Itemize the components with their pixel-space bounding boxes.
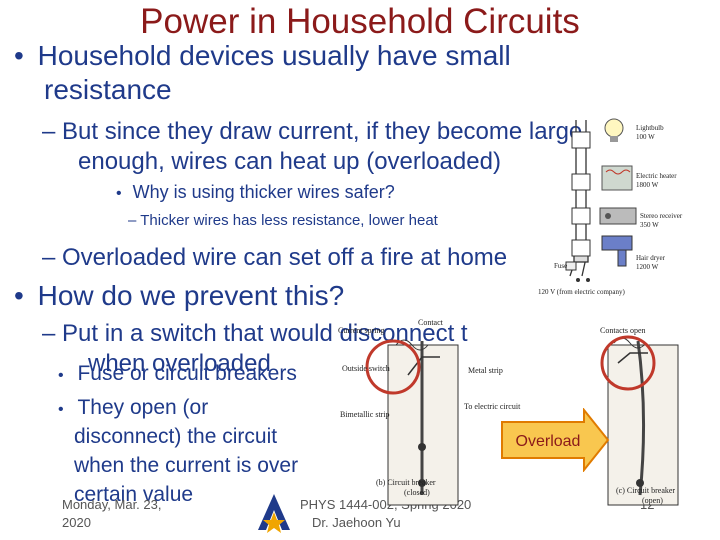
bullet-text: How do we prevent this? [37,280,345,311]
bullet-marker: • [14,40,24,71]
lightbulb-label: Lightbulb [636,124,664,132]
caption-breaker-closed-state: (closed) [404,488,430,497]
caption-breaker-open: (c) Circuit breaker [616,486,675,495]
label-to-electric-circuit: To electric circuit [464,402,521,411]
bullet-they-open-cont3: certain value [74,483,194,506]
bullet-marker: • [116,185,122,202]
highlight-circle-open [600,335,656,391]
bullet-prevent: • How do we prevent this? [14,280,344,312]
bullet-text: Why is using thicker wires safer? [132,182,395,202]
heater-rating: 1800 W [636,181,659,189]
label-contact: Contact [418,318,444,327]
label-current-spring: Current spring [338,326,384,335]
hairdryer-rating: 1200 W [636,263,659,271]
footer-instructor: Dr. Jaehoon Yu [312,515,401,530]
caption-breaker-open-state: (open) [642,496,663,505]
bullet-they-open: • They open (or [58,396,208,420]
university-logo [258,494,290,533]
lightbulb-rating: 100 W [636,133,655,141]
source-label: 120 V (from electric company) [538,288,625,296]
household-circuit-figure: Lightbulb 100 W Electric heater 1800 W S… [538,118,683,296]
subbullet-draw-current: – But since they draw current, if they b… [42,118,583,145]
bullet-thicker-wires: • Why is using thicker wires safer? [116,182,395,203]
bullet-household-devices: • Household devices usually have small [14,40,511,72]
fuse-label: Fuse [554,262,567,270]
bullet-they-open-cont2: when the current is over [74,454,299,477]
label-contacts-open: Contacts open [600,326,646,335]
footer-date: Monday, Mar. 23, [62,497,162,512]
footer-date-year: 2020 [62,515,91,530]
bullet-text: Household devices usually have small [37,40,511,71]
highlight-circle-closed [365,339,421,395]
slide-title: Power in Household Circuits [140,2,580,41]
subbullet-less-resistance: – Thicker wires has less resistance, low… [128,212,438,229]
subbullet-draw-current-cont: enough, wires can heat up (overloaded) [78,148,501,175]
caption-breaker-closed: (b) Circuit breaker [376,478,436,487]
label-metal-strip: Metal strip [468,366,503,375]
label-outside-switch: Outside switch [342,364,390,373]
subbullet-fire: – Overloaded wire can set off a fire at … [42,244,508,271]
overload-arrow: Overload [501,408,610,472]
stereo-label: Stereo receiver [640,212,683,220]
bullet-text: They open (or [77,396,209,419]
bullet-marker: • [14,280,24,311]
bullet-text: Fuse or circuit breakers [77,362,297,385]
heater-label: Electric heater [636,172,677,180]
bullet-household-devices-cont: resistance [44,74,172,105]
bullet-fuse-breakers: • Fuse or circuit breakers [58,362,297,386]
subbullet-switch-cont: when overloaded [88,350,271,377]
hairdryer-label: Hair dryer [636,254,666,262]
label-bimetallic-strip: Bimetallic strip [340,410,390,419]
circuit-breaker-figure: Current spring Contact Outside switch Me… [338,318,679,506]
bullet-marker: • [58,401,64,418]
bullet-marker: • [58,367,64,384]
stereo-rating: 350 W [640,221,659,229]
bullet-they-open-cont1: disconnect) the circuit [74,425,278,448]
overload-label: Overload [516,433,581,450]
